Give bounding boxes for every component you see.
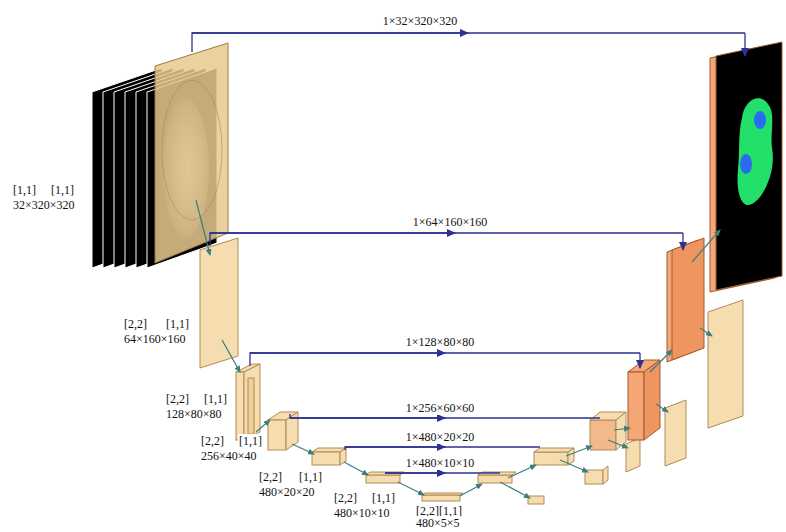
kernel-stride: [1,1] bbox=[203, 392, 228, 406]
kernel-stride: [2,2] bbox=[200, 434, 225, 448]
feature-size: 64×160×160 bbox=[123, 332, 187, 346]
feature-size: 256×40×40 bbox=[200, 449, 258, 463]
kernel-stride: [2,2] bbox=[123, 317, 148, 331]
skip-dimension: 1×128×80×80 bbox=[405, 335, 475, 349]
feature-size: 480×20×20 bbox=[258, 485, 316, 499]
kernel-stride: [2,2] bbox=[165, 392, 190, 406]
kernel-stride: [1,1] bbox=[298, 470, 323, 484]
feature-size: 480×10×10 bbox=[333, 506, 391, 520]
feature-size: 480×5×5 bbox=[415, 516, 461, 530]
kernel-stride: [1,1] bbox=[371, 491, 396, 505]
skip-dimension: 1×480×10×10 bbox=[405, 456, 475, 470]
kernel-stride: [1,1] bbox=[238, 434, 263, 448]
skip-dimension: 1×64×160×160 bbox=[412, 215, 488, 229]
skip-dimension: 1×256×60×60 bbox=[405, 401, 475, 415]
kernel-stride: [1,1] bbox=[12, 183, 37, 197]
kernel-stride: [2,2] bbox=[258, 470, 283, 484]
skip-dimension: 1×480×20×20 bbox=[405, 430, 475, 444]
feature-size: 32×320×320 bbox=[12, 198, 76, 212]
kernel-stride: [2,2] bbox=[333, 491, 358, 505]
feature-size: 128×80×80 bbox=[165, 407, 223, 421]
kernel-stride: [1,1] bbox=[165, 317, 190, 331]
kernel-stride: [1,1] bbox=[50, 183, 75, 197]
skip-dimension: 1×32×320×320 bbox=[382, 14, 458, 28]
